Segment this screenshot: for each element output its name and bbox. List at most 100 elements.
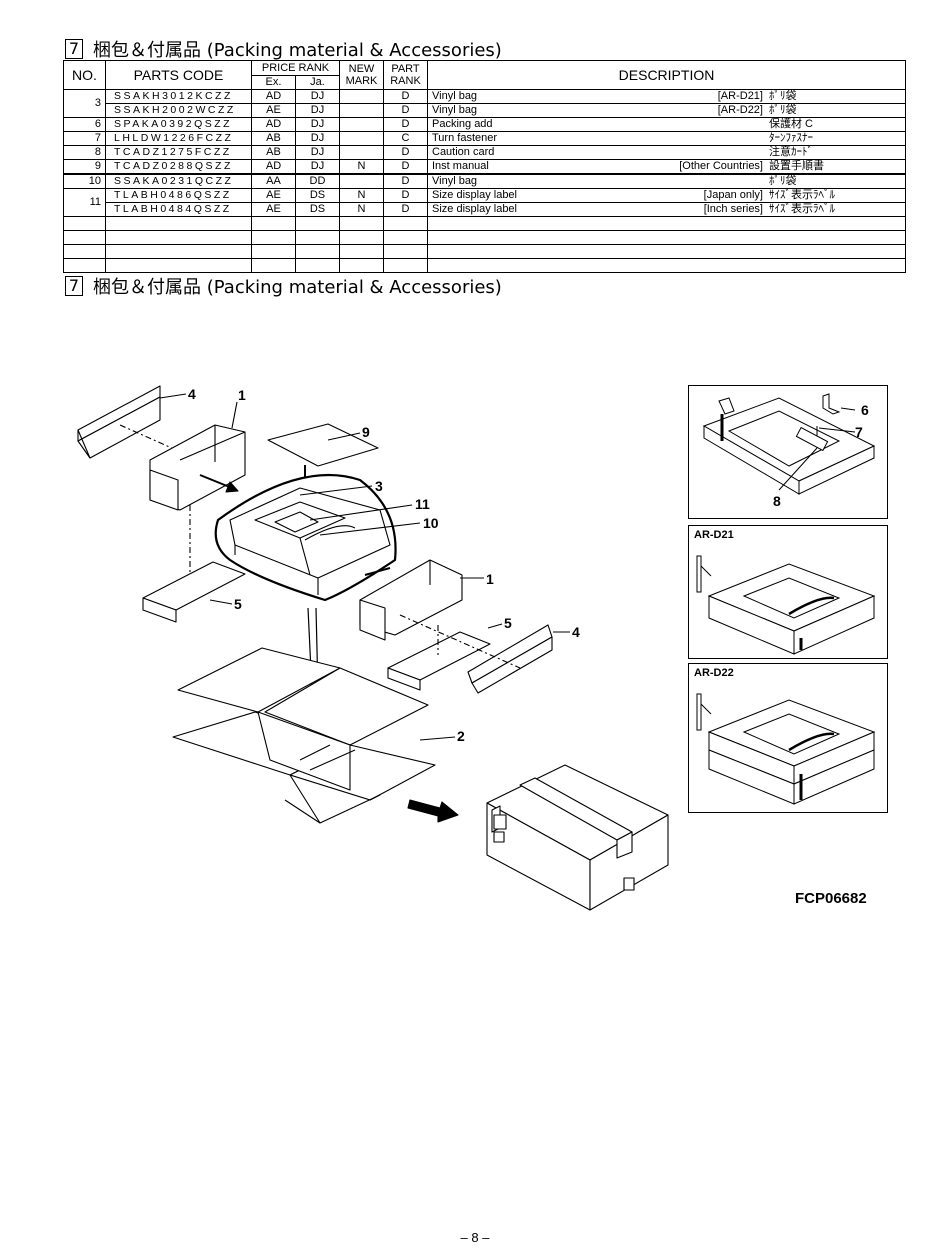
parts-table: NO. PARTS CODE PRICE RANK NEW MARK PART … xyxy=(63,60,906,273)
cell-price-ja: DJ xyxy=(295,103,340,118)
cell-parts-code: TCADZ1275FCZZ xyxy=(105,145,252,160)
description-en: Vinyl bag xyxy=(432,90,478,102)
cell-price-ex: AE xyxy=(251,202,296,217)
main-unit-in-bag xyxy=(214,473,397,602)
callout-3: 3 xyxy=(375,478,383,494)
description-note: [Other Countries] xyxy=(679,160,763,172)
header-no: NO. xyxy=(63,60,106,90)
callout-4: 4 xyxy=(188,386,196,402)
table-row-empty xyxy=(63,244,906,259)
cell-price-ex: AD xyxy=(251,117,296,132)
packed-box xyxy=(486,764,669,911)
figure-code: FCP06682 xyxy=(795,890,867,907)
page-number: – 8 – xyxy=(460,1230,490,1245)
callout-10: 10 xyxy=(423,515,439,531)
cell-price-ja: DD xyxy=(295,173,340,189)
cell-description: Caution card 注意ｶｰﾄﾞ xyxy=(427,145,906,160)
cell-empty xyxy=(427,216,906,231)
cell-description: Turn fastener ﾀｰﾝﾌｧｽﾅｰ xyxy=(427,131,906,146)
cell-description: Vinyl bag[AR-D22]ﾎﾟﾘ袋 xyxy=(427,103,906,118)
cell-description: Size display label[Japan only]ｻｲｽﾞ表示ﾗﾍﾞﾙ xyxy=(427,188,906,203)
cell-description: Vinyl bag ﾎﾟﾘ袋 xyxy=(427,173,906,189)
cell-empty xyxy=(427,244,906,259)
section-title-2: 7 梱包＆付属品 (Packing material & Accessories… xyxy=(65,273,502,299)
cell-description: Packing add 保護材 C xyxy=(427,117,906,132)
ar-d21-drawing xyxy=(696,555,876,655)
table-row-empty xyxy=(63,230,906,245)
description-note: [Japan only] xyxy=(703,189,763,201)
cell-empty xyxy=(427,258,906,273)
inset-tray-detail: 6 7 8 xyxy=(688,385,888,519)
cell-parts-code: SSAKH3012KCZZ xyxy=(105,89,252,104)
inset-ar-d22: AR-D22 xyxy=(688,663,888,813)
callout-1: 1 xyxy=(238,387,246,403)
callout-5: 5 xyxy=(234,596,242,612)
callout-6: 6 xyxy=(861,402,869,418)
header-description: DESCRIPTION xyxy=(427,60,906,90)
cell-parts-code: SSAKA0231QCZZ xyxy=(105,173,252,189)
section-number: 7 xyxy=(65,39,83,59)
ar-d22-drawing xyxy=(696,693,876,805)
cell-parts-code: TLABH0486QSZZ xyxy=(105,188,252,203)
description-jp: ｻｲｽﾞ表示ﾗﾍﾞﾙ xyxy=(769,189,835,201)
header-ex: Ex. xyxy=(251,74,296,90)
inset-label-ar-d22: AR-D22 xyxy=(694,667,734,679)
description-en: Turn fastener xyxy=(432,132,498,144)
description-en: Packing add xyxy=(432,118,493,130)
callout-4b: 4 xyxy=(572,624,580,640)
callout-1b: 1 xyxy=(486,571,494,587)
inset-label-ar-d21: AR-D21 xyxy=(694,529,734,541)
description-en: Caution card xyxy=(432,146,495,158)
description-jp: ﾎﾟﾘ袋 xyxy=(769,175,797,187)
section-title: 7 梱包＆付属品 (Packing material & Accessories… xyxy=(65,36,502,62)
cell-empty xyxy=(427,230,906,245)
cell-price-ex: AE xyxy=(251,188,296,203)
description-note: [AR-D21] xyxy=(717,90,763,102)
description-en: Vinyl bag xyxy=(432,104,478,116)
cell-description: Vinyl bag [AR-D21] ﾎﾟﾘ袋 xyxy=(427,89,906,104)
description-note: [Inch series] xyxy=(703,203,763,215)
part-4-top-left xyxy=(77,385,161,459)
part-1-right xyxy=(359,559,463,641)
description-note: [AR-D22] xyxy=(717,104,763,116)
description-jp: 注意ｶｰﾄﾞ xyxy=(769,146,813,158)
cell-part-rank: D xyxy=(383,173,428,189)
description-en: Vinyl bag xyxy=(432,175,478,187)
header-part-rank: PART RANK xyxy=(383,60,428,90)
section-title-text-2: 梱包＆付属品 (Packing material & Accessories) xyxy=(93,277,502,298)
cell-price-ex: AD xyxy=(251,159,296,175)
cell-price-ex: AA xyxy=(251,173,296,189)
section-number-2: 7 xyxy=(65,276,83,296)
description-jp: ﾀｰﾝﾌｧｽﾅｰ xyxy=(769,132,813,144)
description-jp: ﾎﾟﾘ袋 xyxy=(769,90,797,102)
description-jp: 設置手順書 xyxy=(769,160,824,172)
callout-5b: 5 xyxy=(504,615,512,631)
cell-parts-code: SSAKH2002WCZZ xyxy=(105,103,252,118)
header-parts-code: PARTS CODE xyxy=(105,60,252,90)
cell-parts-code: LHLDW1226FCZZ xyxy=(105,131,252,146)
callout-9: 9 xyxy=(362,424,370,440)
description-en: Size display label xyxy=(432,203,517,215)
arrow-right-icon xyxy=(407,799,459,823)
cell-price-ja: DJ xyxy=(295,117,340,132)
cell-price-ex: AB xyxy=(251,131,296,146)
section-title-text: 梱包＆付属品 (Packing material & Accessories) xyxy=(93,40,502,61)
cell-description: Inst manual [Other Countries] 設置手順書 xyxy=(427,159,906,175)
table-row-empty xyxy=(63,258,906,273)
description-jp: 保護材 C xyxy=(769,118,813,130)
header-new-mark: NEW MARK xyxy=(339,60,384,90)
part-1-top-left xyxy=(149,424,246,511)
part-5-left xyxy=(142,561,246,611)
description-en: Inst manual xyxy=(432,160,489,172)
cell-price-ex: AB xyxy=(251,145,296,160)
guide-line xyxy=(119,424,211,466)
tray-detail-drawing xyxy=(702,393,876,495)
inset-ar-d21: AR-D21 xyxy=(688,525,888,659)
